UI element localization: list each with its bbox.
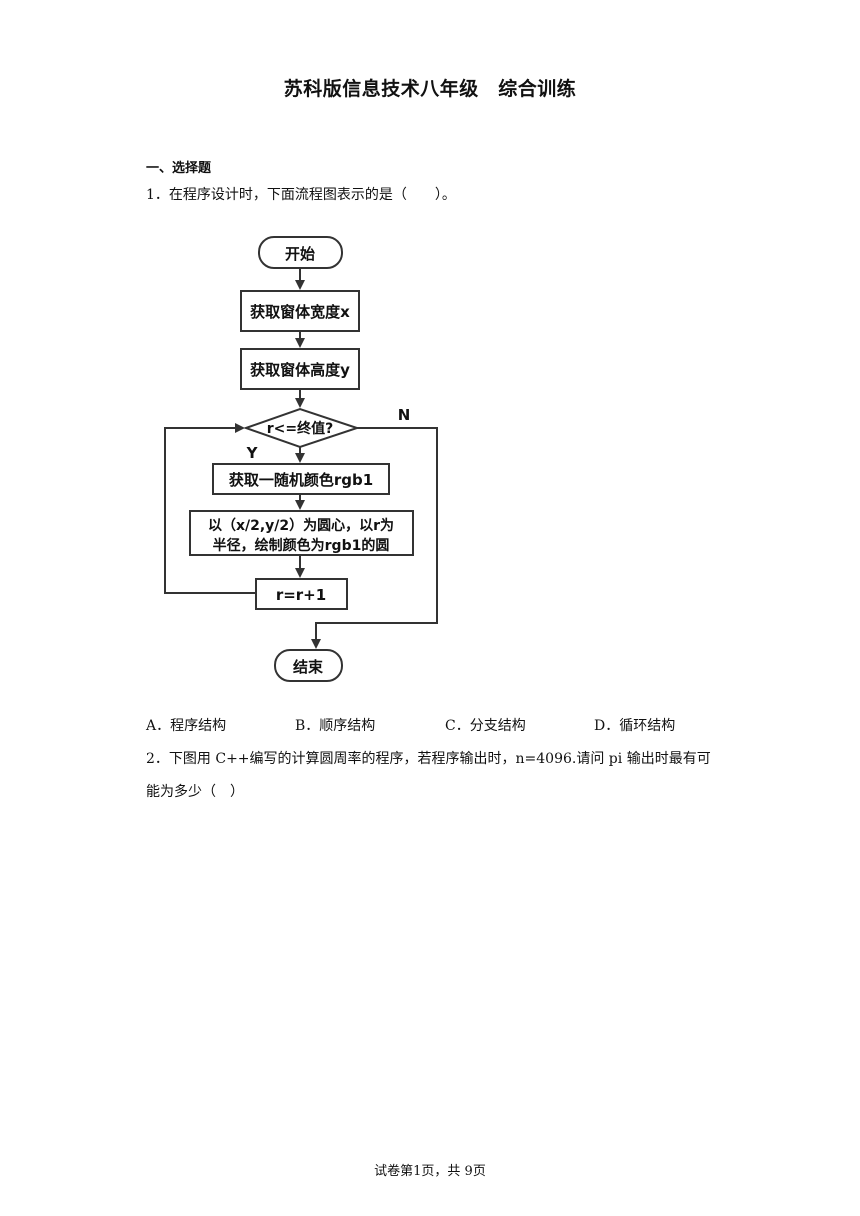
option-c[interactable]: C．分支结构 <box>445 718 526 734</box>
step4-label-line2: 半径，绘制颜色为rgb1的圆 <box>213 537 390 554</box>
step3-label: 获取一随机颜色rgb1 <box>229 471 373 489</box>
step1-box <box>240 290 360 332</box>
step2-box <box>240 348 360 390</box>
no-label: N <box>398 406 411 424</box>
end-label: 结束 <box>293 658 324 676</box>
end-node <box>274 649 343 682</box>
option-b[interactable]: B．顺序结构 <box>295 718 376 734</box>
question-2-text-line2: 能为多少（ ） <box>146 784 244 800</box>
step4-label-line1: 以（x/2,y/2）为圆心，以r为 <box>208 517 394 534</box>
question-2-text-line1: 2．下图用 C++编写的计算圆周率的程序，若程序输出时，n=4096.请问 pi… <box>146 751 711 767</box>
loop-back-line <box>164 423 256 594</box>
question-1-text: 1．在程序设计时，下面流程图表示的是（ ）。 <box>146 187 456 203</box>
start-label: 开始 <box>285 245 315 263</box>
step5-label: r=r+1 <box>276 586 326 604</box>
step3-box <box>212 463 390 495</box>
option-a[interactable]: A．程序结构 <box>146 718 227 734</box>
step2-label: 获取窗体高度y <box>250 361 350 379</box>
page-footer: 试卷第1页，共 9页 <box>374 1164 486 1179</box>
decision-label: r<=终值? <box>267 420 334 437</box>
yes-label: Y <box>246 444 259 462</box>
option-d[interactable]: D．循环结构 <box>594 718 676 734</box>
no-branch-line <box>311 427 438 649</box>
step1-label: 获取窗体宽度x <box>250 303 350 321</box>
step4-box <box>189 510 414 556</box>
page-title: 苏科版信息技术八年级 综合训练 <box>283 78 577 100</box>
section-heading: 一、选择题 <box>146 161 212 176</box>
